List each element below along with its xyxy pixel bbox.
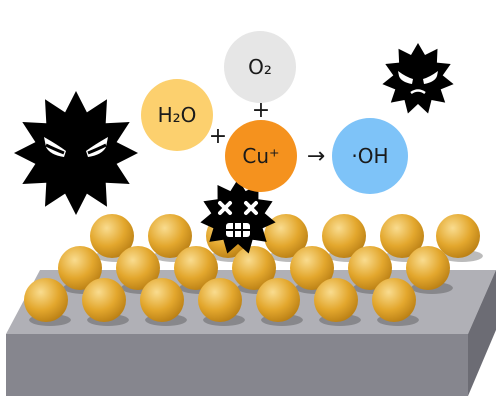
plus-sign-water: + [209,124,227,149]
copper-particle [348,246,392,290]
copper-particle [148,214,192,258]
copper-particle [174,246,218,290]
copper-particles [24,214,480,322]
copper-particle [58,246,102,290]
copper-particle [436,214,480,258]
copper-particle [198,278,242,322]
surface-front-face [6,334,468,396]
copper-particle [314,278,358,322]
copper-particle [232,246,276,290]
copper-particle [256,278,300,322]
oxygen-label: O₂ [248,55,272,79]
copper-particle [290,246,334,290]
water-label: H₂O [158,103,197,127]
copper-particle [82,278,126,322]
copper-particle [380,214,424,258]
dead-germ-icon [200,179,276,254]
copper-particle [24,278,68,322]
small-angry-germ-icon [382,43,454,114]
copper-ion-bubble: Cu⁺ [225,120,297,192]
copper-ion-label: Cu⁺ [242,144,279,168]
plus-sign-oxygen: + [252,98,270,123]
surface-side-face [468,270,496,396]
copper-particle [264,214,308,258]
copper-particle [140,278,184,322]
hydroxyl-radical-label: ·OH [351,144,388,168]
copper-particle [322,214,366,258]
reaction-arrow: → [307,144,325,169]
angry-germ-icon [14,91,138,215]
copper-particle [90,214,134,258]
hydroxyl-radical-bubble: ·OH [332,118,408,194]
copper-particle [372,278,416,322]
copper-particle [406,246,450,290]
copper-particle [116,246,160,290]
oxygen-bubble: O₂ [224,31,296,103]
water-bubble: H₂O [141,79,213,151]
